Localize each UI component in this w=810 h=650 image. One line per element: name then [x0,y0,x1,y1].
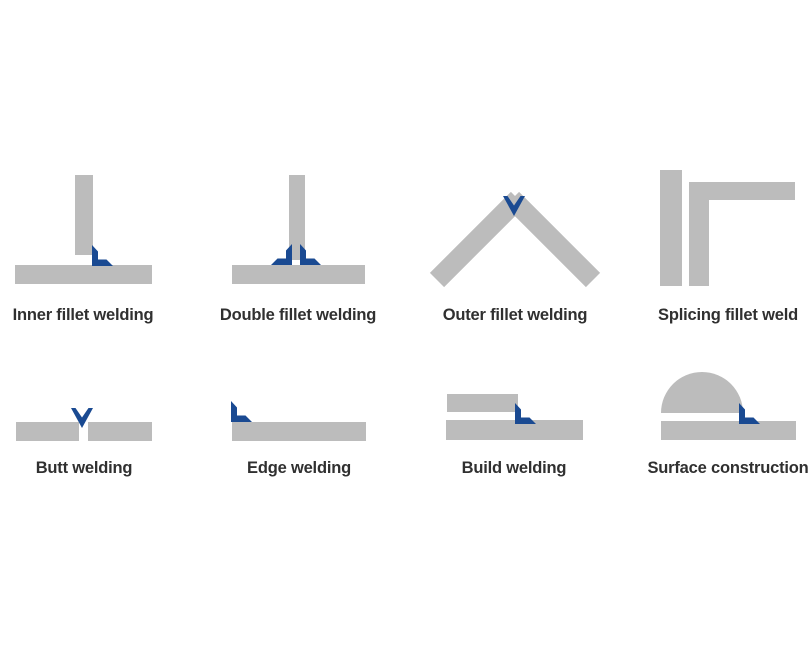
base-plate [661,421,796,440]
vertical-plate [289,175,305,260]
figure-build-welding [446,394,583,440]
figure-label-splicing-fillet: Splicing fillet weld [658,306,798,324]
weld-corner-down-left-icon [515,403,536,424]
vertical-plate [660,170,682,286]
figure-double-fillet-welding [232,175,365,284]
figure-label-outer-fillet: Outer fillet welding [442,306,588,324]
corner-plate [689,182,709,286]
weld-dome [661,372,743,413]
figure-surface-construction [661,372,796,440]
figure-label-edge-welding: Edge welding [247,459,351,477]
figure-label-double-fillet: Double fillet welding [219,306,377,324]
horizontal-plate [232,422,366,441]
figure-label-inner-fillet: Inner fillet welding [12,306,154,324]
weld-corner-down-right-icon [271,244,292,265]
figure-label-build-welding: Build welding [461,459,567,477]
figure-edge-welding [231,401,366,441]
figure-label-butt-welding: Butt welding [35,459,133,477]
right-angled-plate [504,191,601,288]
horizontal-plate [689,182,795,200]
weld-corner-down-left-icon [92,245,113,266]
figure-splicing-fillet-weld [660,170,795,286]
horizontal-plate [15,265,152,284]
upper-plate [447,394,518,412]
figure-butt-welding [16,408,152,441]
weld-corner-down-left-icon [231,401,252,422]
left-plate [16,422,79,441]
figure-inner-fillet-welding [15,175,152,284]
left-angled-plate [429,191,526,288]
vertical-plate [75,175,93,255]
horizontal-plate [232,265,365,284]
right-plate [88,422,152,441]
figure-label-surface-construction: Surface construction [647,459,809,477]
figure-outer-fillet-welding [429,191,601,288]
base-plate [446,420,583,440]
